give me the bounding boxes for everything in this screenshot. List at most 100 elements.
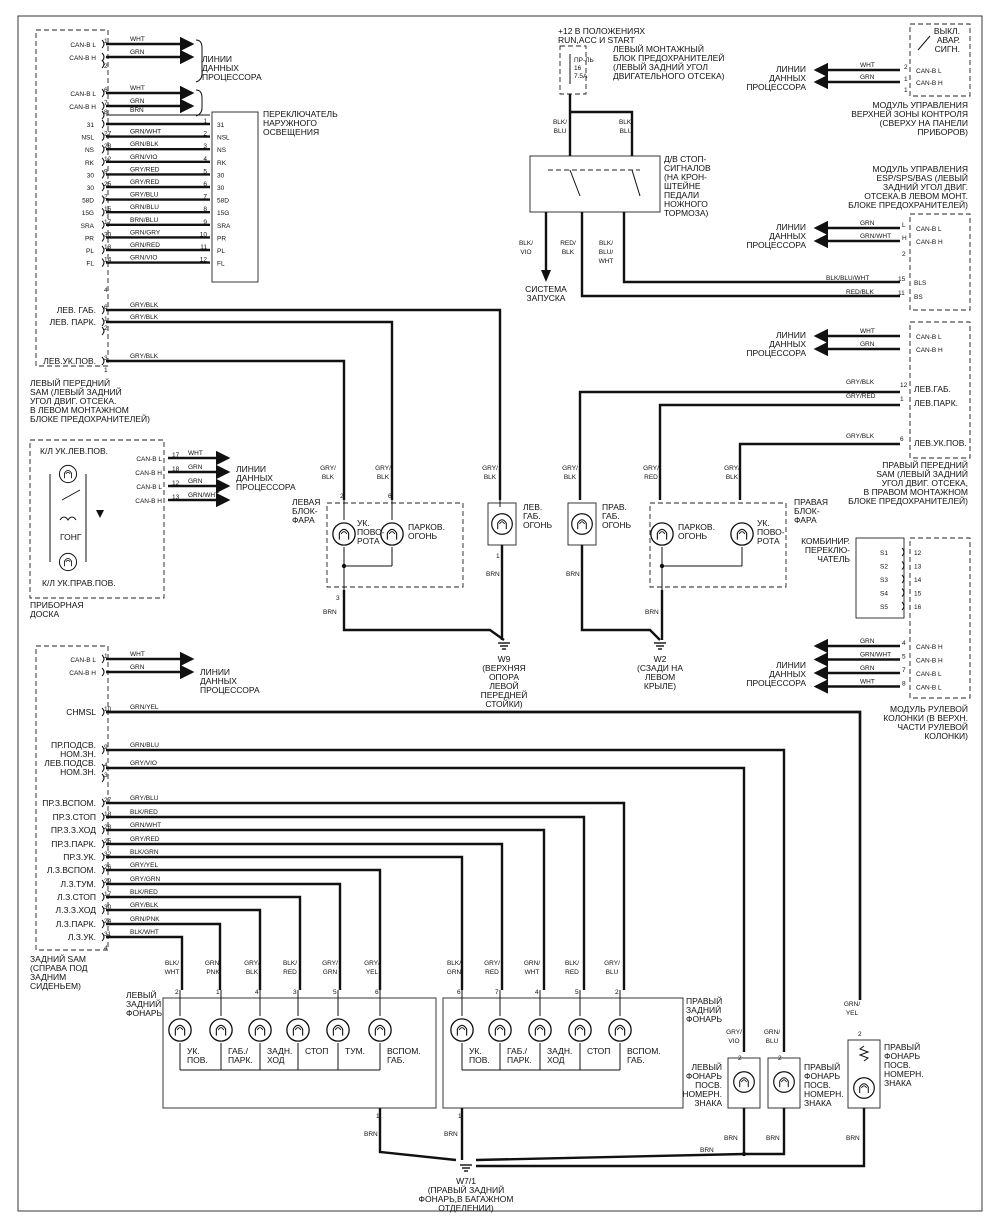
- tail-left-wire: BLK/WHT: [165, 960, 180, 976]
- steer-can-wire: GRN: [860, 638, 875, 645]
- steer-can-label: CAN-B H: [916, 658, 943, 665]
- rear-sam-row-label: ПР.З.ВСПОМ.: [42, 798, 96, 808]
- rear-lamp-feed: [106, 748, 786, 1052]
- tail-left-pin: 6: [375, 989, 379, 996]
- dash-can-label: CAN-B H: [135, 470, 162, 477]
- sam-fl-switch-label: 15G: [82, 210, 94, 217]
- tail-right-pin: 5: [575, 989, 579, 996]
- sam-fl-switch-label: 30: [87, 185, 95, 192]
- esp-can-label: CAN-B L: [916, 226, 942, 233]
- tail-right-bulb-icon: [488, 1018, 512, 1042]
- sam-fr-output-wire: GRY/BLK: [846, 379, 875, 386]
- sam-fl-connector: [101, 245, 105, 255]
- light-switch-pin: 2: [203, 131, 207, 138]
- tail-right-bulb-icon: [568, 1018, 592, 1042]
- plate-left-ground-wire: BRN: [724, 1135, 738, 1142]
- sam-fl-can-wire: GRN: [130, 49, 145, 56]
- side-left-caption: ЛЕВ.ГАБ.ОГОНЬ: [523, 502, 552, 530]
- dash-can-pin: 13: [172, 494, 180, 501]
- sam-fl-switch-pin: 13: [104, 244, 112, 251]
- combo-switch-contact: S4: [880, 591, 888, 598]
- dash-can-label: CAN-B L: [136, 484, 162, 491]
- rear-sam-row-pin: 32: [104, 851, 112, 858]
- sam-fl-can-label: CAN-B L: [70, 91, 96, 98]
- sam-fl-connector: [101, 119, 105, 129]
- tail-right-lamp-label: ЗАДН.ХОД: [547, 1046, 572, 1065]
- ground-w9-icon: [497, 642, 511, 650]
- combo-switch-pin: 12: [914, 550, 922, 557]
- rear-sam-row-label: Л.З.ТУМ.: [61, 879, 96, 889]
- ground-w7-icon: [459, 1164, 473, 1172]
- gong-coil-icon: [59, 516, 77, 521]
- esp-bls-wire: BLK/BLU/WHT: [826, 275, 869, 282]
- chmsl-bulb-icon: [853, 1077, 875, 1099]
- combo-switch-contact: S2: [880, 564, 888, 571]
- hl-left-pin-6: 6: [388, 493, 392, 500]
- dash-can-pin: 18: [172, 466, 180, 473]
- light-switch-pin: 11: [200, 244, 207, 251]
- tail-right-wire: GRN/WHT: [524, 960, 540, 976]
- side-right-caption: ПРАВ.ГАБ.ОГОНЬ: [602, 502, 631, 530]
- combo-switch-pin: 13: [914, 564, 922, 571]
- rear-sam-connector: [101, 892, 105, 902]
- steer-can-wire: GRN: [860, 665, 875, 672]
- rear-sam-row-wire: GRN/WHT: [130, 822, 161, 829]
- page-frame: [17, 15, 983, 1212]
- sam-fl-output-label: ЛЕВ.УК.ПОВ.: [43, 356, 96, 366]
- sam-fl-switch-pin: 25: [104, 181, 112, 188]
- rear-sam-row-label: Л.З.З.ХОД: [56, 905, 97, 915]
- light-switch-wire-color: GRN/VIO: [130, 255, 157, 262]
- tail-left-wire: GRY/YEL: [364, 960, 380, 976]
- light-switch-pin: 1: [203, 118, 207, 125]
- rear-sam-connector: [101, 825, 105, 835]
- light-switch-terminal: 30: [217, 172, 225, 179]
- sam-fr-can-label: CAN-B H: [916, 347, 943, 354]
- dash-turn-right-lamp-icon: [58, 552, 78, 572]
- steer-can-pin: 7: [902, 667, 906, 674]
- tail-left-pin: 5: [333, 989, 337, 996]
- chmsl-pin: 2: [858, 1031, 862, 1038]
- rear-sam-row-wire: GRY/BLK: [130, 902, 159, 909]
- side-right-feed: [578, 390, 900, 500]
- rear-sam-row-wire: GRY/GRN: [130, 876, 161, 883]
- hl-left-wire-b: GRY/BLK: [375, 465, 391, 481]
- tail-right-wire: GRY/BLU: [604, 960, 620, 976]
- sam-fl-connector: [101, 59, 105, 69]
- rear-sam-row-wire: GRY/YEL: [130, 862, 158, 869]
- light-switch-terminal: NSL: [217, 135, 230, 142]
- rear-lamp-feed: [106, 922, 222, 990]
- rear-sam-box: [35, 645, 109, 951]
- rear-sam-row-label: ПР.З.З.ХОД: [51, 825, 96, 835]
- tail-left-pin: 4: [255, 989, 259, 996]
- upper-can-label: CAN-B L: [916, 68, 942, 75]
- esp-can-pin: L: [902, 222, 906, 229]
- upper-can-wire: WHT: [860, 62, 875, 69]
- esp-bs-label: BS: [914, 294, 923, 301]
- plate-right-ground: [744, 1108, 786, 1156]
- light-switch-wire-color: GRN/GRY: [130, 229, 161, 236]
- rear-sam-row-wire: BLK/WHT: [130, 929, 159, 936]
- rear-sam-connector: [101, 879, 105, 889]
- upper-pin-1: 1: [904, 87, 908, 94]
- sam-fl-connector: [101, 326, 105, 336]
- fuse-wire-right: BLK/BLU: [619, 119, 633, 135]
- sam-front-right-box: [909, 321, 971, 459]
- sam-fr-output-wire: GRY/BLK: [846, 433, 875, 440]
- rear-sam-row-label: ПР.З.УК.: [63, 852, 96, 862]
- hl-right-ground-wire: BRN: [645, 609, 659, 616]
- tail-left-bulb-icon: [248, 1018, 272, 1042]
- light-switch-pin: 12: [200, 257, 208, 264]
- headlamp-right-box: [649, 502, 787, 588]
- w7-ground-wire-label: BRN: [700, 1147, 714, 1154]
- hl-right-wire-b: GRY/BLK: [724, 465, 740, 481]
- light-switch-wire-color: BRN/BLU: [130, 217, 158, 224]
- sam-fl-output-wire: GRY/BLK: [130, 302, 159, 309]
- sam-fl-can-label: CAN-B L: [70, 42, 96, 49]
- brake-wire-a: BLK/VIO: [519, 240, 533, 256]
